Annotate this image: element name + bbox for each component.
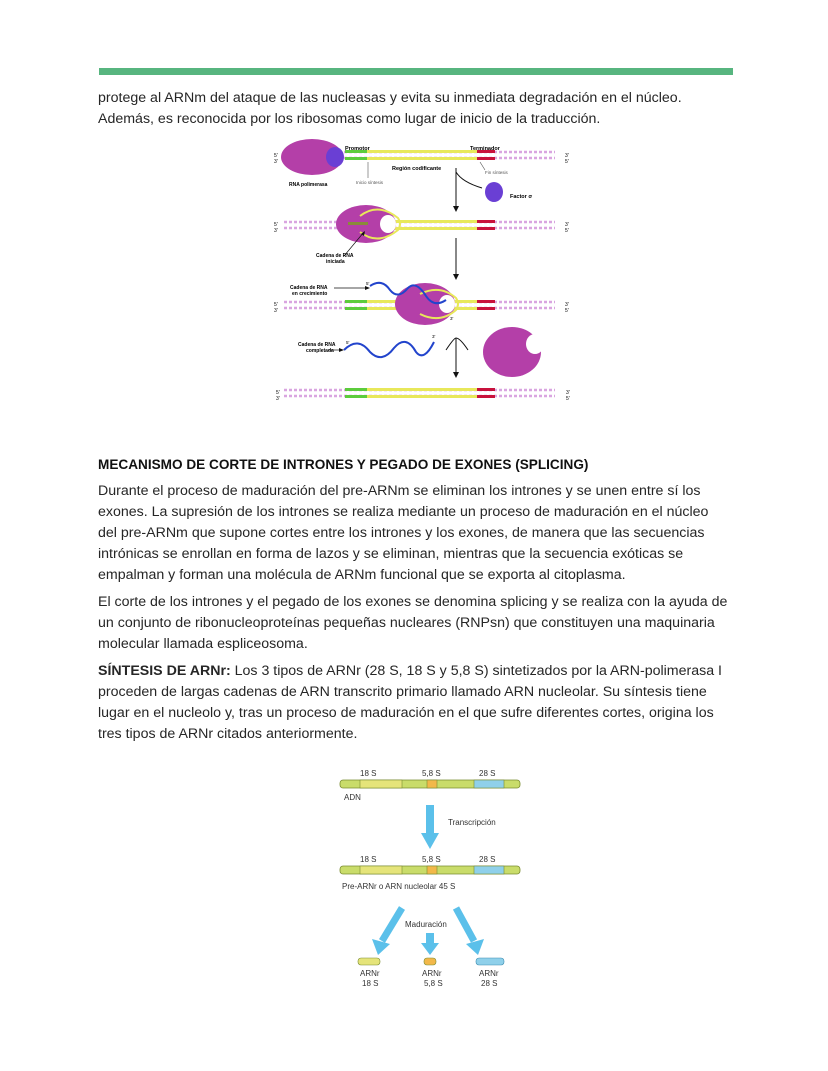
top-accent-bar: [99, 68, 733, 75]
label-terminador: Terminador: [470, 146, 501, 152]
row-3-elongation: 5' 3' 3' 5' 5' 3' Cadena de RNA en creci…: [274, 281, 569, 325]
svg-text:5': 5': [276, 390, 280, 396]
transcription-arrow: [421, 833, 439, 849]
p1-line-3: del pre-ARNm que supone cortes entre los…: [98, 525, 705, 541]
rna-polymerase-shape: [395, 283, 455, 325]
svg-text:5,8 S: 5,8 S: [424, 979, 443, 988]
maturation-arrow-center: [421, 943, 439, 955]
p3-line-3: lugar en el nucleolo y, tras un proceso …: [98, 705, 714, 721]
svg-text:18 S: 18 S: [362, 979, 378, 988]
p3-line-4: tres tipos de ARNr citados anteriormente…: [98, 726, 358, 742]
svg-text:5': 5': [565, 228, 569, 234]
p3-line-1: SÍNTESIS DE ARNr: Los 3 tipos de ARNr (2…: [98, 661, 753, 682]
product-58s: [423, 957, 437, 966]
rna-strand-growing: [369, 281, 447, 305]
label-58s-top: 5,8 S: [422, 769, 441, 778]
promoter-segment: [345, 150, 367, 153]
svg-text:5': 5': [274, 302, 278, 308]
svg-text:completada: completada: [306, 348, 334, 354]
label-5prime: 5': [274, 153, 278, 159]
label-promotor: Promotor: [345, 146, 371, 152]
label-cadena-crecimiento: Cadena de RNA: [290, 285, 328, 291]
svg-text:3': 3': [565, 302, 569, 308]
label-arnr-58s: ARNr: [422, 969, 442, 978]
svg-text:3': 3': [274, 308, 278, 314]
transcription-diagram: 5' 3' 3' 5' Promotor Terminador Región c…: [274, 139, 570, 402]
terminator-segment: [477, 150, 495, 153]
row-2-elongation-start: 5' 3' 3' 5' Cadena de RNA iniciada: [274, 205, 569, 265]
intro-line-1: protege al ARNm del ataque de las nuclea…: [98, 90, 682, 106]
label-transcripcion: Transcripción: [448, 818, 496, 827]
rrna-synthesis-diagram: 18 S 5,8 S 28 S ADN Transcripción 18 S 5…: [339, 769, 521, 988]
intro-line-2: Además, es reconocida por los ribosomas …: [98, 111, 601, 127]
label-pre-arnr: Pre-ARNr o ARN nucleolar 45 S: [342, 882, 455, 891]
svg-text:5': 5': [566, 396, 570, 402]
svg-text:3': 3': [276, 396, 280, 402]
label-3prime: 3': [274, 159, 278, 165]
maturation-arrow-left: [372, 939, 390, 955]
p1-line-2: exones. La supresión de los intrones se …: [98, 504, 709, 520]
svg-text:3': 3': [432, 334, 436, 339]
rna-polymerase-released: [483, 327, 541, 377]
label-factor-sigma: Factor σ: [510, 194, 532, 200]
svg-text:en crecimiento: en crecimiento: [292, 291, 327, 297]
section-heading: MECANISMO DE CORTE DE INTRONES Y PEGADO …: [98, 457, 589, 472]
product-18s: [357, 957, 381, 966]
row-1-initiation: 5' 3' 3' 5' Promotor Terminador Región c…: [274, 139, 569, 188]
label-5prime-right: 5': [565, 159, 569, 165]
p1-line-5: empalman y forman una molécula de ARNm f…: [98, 567, 626, 583]
svg-text:3': 3': [274, 228, 278, 234]
dna-bar: 18 S 5,8 S 28 S ADN: [339, 769, 521, 802]
coding-segment: [367, 150, 477, 153]
svg-text:5': 5': [565, 308, 569, 314]
svg-text:28 S: 28 S: [481, 979, 497, 988]
p2-line-3: molecular llamada espliceosoma.: [98, 636, 308, 652]
label-58s-mid: 5,8 S: [422, 855, 441, 864]
label-18s-mid: 18 S: [360, 855, 376, 864]
svg-text:iniciada: iniciada: [326, 259, 345, 265]
p1-line-4: intrónicas se enrollan en forma de lazos…: [98, 546, 684, 562]
maturation-arrow-right: [466, 939, 484, 955]
row-5-free-dna: 5' 3' 3' 5': [276, 388, 570, 402]
label-region-codificante: Región codificante: [392, 166, 441, 172]
p3-bold-lead: SÍNTESIS DE ARNr:: [98, 663, 231, 679]
rna-strand-complete: [343, 341, 435, 359]
label-adn: ADN: [344, 793, 361, 802]
svg-text:3': 3': [450, 316, 454, 321]
p3-line-2: proceden de largas cadenas de ARN transc…: [98, 684, 707, 700]
label-18s-top: 18 S: [360, 769, 376, 778]
sigma-factor-bound: [326, 147, 344, 167]
pre-rrna-bar: 18 S 5,8 S 28 S Pre-ARNr o ARN nucleolar…: [339, 855, 521, 891]
label-rna-polimerasa: RNA polimerasa: [289, 182, 328, 188]
label-maduracion: Maduración: [405, 920, 447, 929]
label-28s-mid: 28 S: [479, 855, 495, 864]
row-4-termination: 5' 3' Cadena de RNA completada: [298, 327, 544, 378]
svg-text:3': 3': [566, 390, 570, 396]
svg-text:5': 5': [274, 222, 278, 228]
p2-line-2: un conjunto de ribonucleoproteínas peque…: [98, 615, 715, 631]
label-inicio-sintesis: Inicio síntesis: [356, 180, 384, 185]
label-cadena-completada: Cadena de RNA: [298, 342, 336, 348]
label-arnr-28s: ARNr: [479, 969, 499, 978]
label-cadena-iniciada: Cadena de RNA: [316, 253, 354, 259]
p3-first-rest: Los 3 tipos de ARNr (28 S, 18 S y 5,8 S)…: [230, 663, 722, 679]
product-28s: [475, 957, 505, 966]
label-28s-top: 28 S: [479, 769, 495, 778]
svg-text:3': 3': [565, 222, 569, 228]
p1-line-1: Durante el proceso de maduración del pre…: [98, 483, 701, 499]
sigma-factor-released: [485, 182, 503, 202]
svg-text:5': 5': [366, 281, 370, 286]
svg-text:5': 5': [346, 340, 350, 345]
rna-polymerase-shape: [281, 139, 343, 175]
p2-line-1: El corte de los intrones y el pegado de …: [98, 594, 728, 610]
label-fin-sintesis: Fin síntesis: [485, 170, 509, 175]
label-3prime-right: 3': [565, 153, 569, 159]
label-arnr-18s: ARNr: [360, 969, 380, 978]
